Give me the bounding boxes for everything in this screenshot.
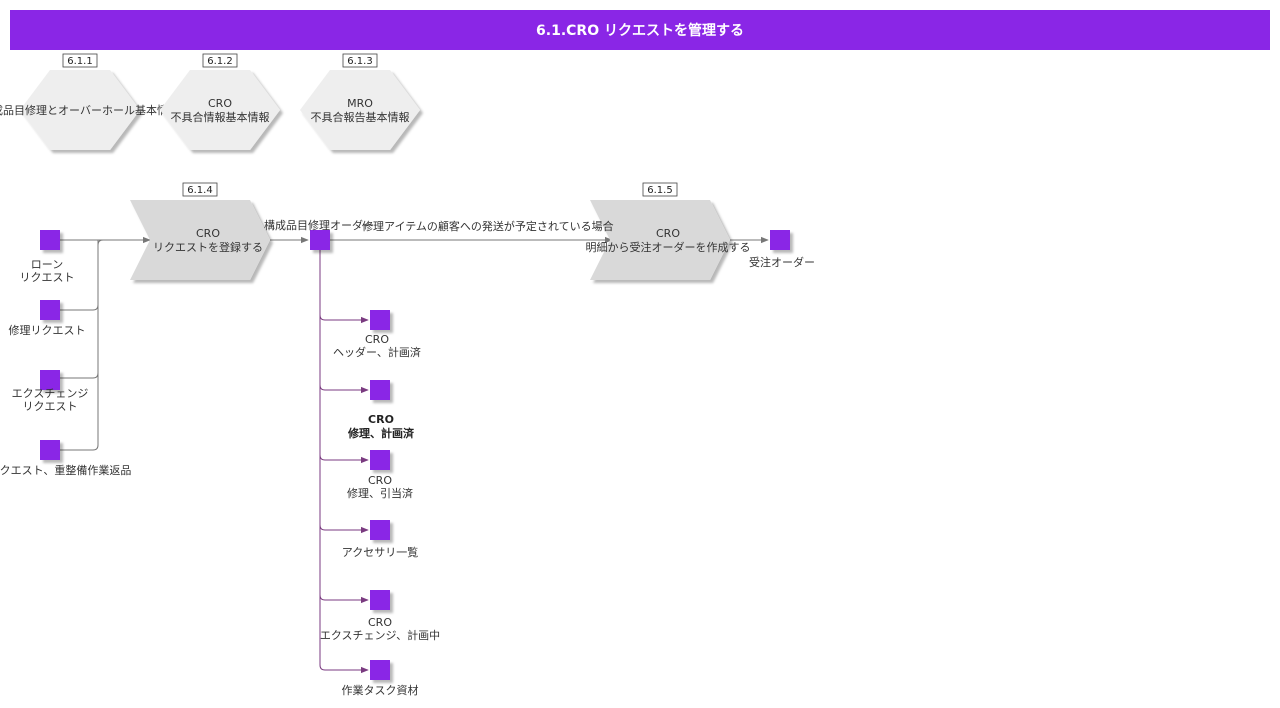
data-object-square [370,380,390,400]
output-cro-repair-allocated[interactable]: CRO 修理、引当済 [347,450,413,500]
connector [319,384,369,394]
process-chevron [130,200,270,280]
data-object-label-line2: リクエスト [23,400,78,413]
data-object-label-line1: CRO [365,333,389,346]
process-label-line1: CRO [656,227,680,240]
data-object-square [370,310,390,330]
connector [319,250,369,674]
data-object-square [40,370,60,390]
info-label-line2: 不具合報告基本情報 [311,110,410,124]
input-loan-request[interactable]: ローン リクエスト [20,230,75,284]
info-hexagon [300,70,420,150]
data-object-label-line1: CRO [368,616,392,629]
info-6-1-2[interactable]: 6.1.2 CRO 不具合情報基本情報 [160,53,280,150]
input-repair-request[interactable]: 修理リクエスト [9,300,86,337]
process-chevron [590,200,730,280]
info-label-line2: 不具合情報基本情報 [171,110,270,124]
output-work-task-material[interactable]: 作業タスク資材 [342,660,419,697]
page-title: 6.1.CRO リクエストを管理する [10,10,1270,50]
process-6-1-5[interactable]: 6.1.5 CRO 明細から受注オーダーを作成する [586,182,751,280]
info-label: 構成品目修理とオーバーホール基本情報 [0,103,179,117]
connector [319,524,369,534]
info-6-1-1[interactable]: 6.1.1 構成品目修理とオーバーホール基本情報 [0,53,179,150]
process-label-line2: 明細から受注オーダーを作成する [586,240,751,254]
data-object-label-line1: エクスチェンジ [12,387,89,400]
output-cro-repair-planned[interactable]: CRO 修理、計画済 [347,380,415,440]
info-6-1-3[interactable]: 6.1.3 MRO 不具合報告基本情報 [300,53,420,150]
input-connectors [60,236,769,451]
info-badge [342,53,378,68]
process-badge [182,182,218,197]
data-object-label-line1: CRO [368,474,392,487]
data-object-label-line2: エクスチェンジ、計画中 [320,628,440,642]
data-object-square [370,590,390,610]
connector [60,240,99,379]
output-cro-exchange-planning[interactable]: CRO エクスチェンジ、計画中 [320,590,440,642]
process-badge-text: 6.1.4 [187,185,212,196]
info-badge-text: 6.1.2 [207,56,232,67]
info-badge [62,53,98,68]
info-hexagon [160,70,280,150]
hub-component-repair-order[interactable]: 構成品目修理オーダー [264,218,374,250]
connector [319,314,369,324]
data-object-label: リクエスト、重整備作業返品 [0,463,131,477]
process-6-1-4[interactable]: 6.1.4 CRO リクエストを登録する [130,182,270,280]
data-object-label-line2: 修理、引当済 [347,486,413,500]
data-object-square [40,440,60,460]
input-exchange-request[interactable]: エクスチェンジ リクエスト [12,370,89,413]
process-badge-text: 6.1.5 [647,185,672,196]
connector [319,454,369,464]
data-object-square [370,450,390,470]
data-object-square [370,520,390,540]
data-object-label: 修理リクエスト [9,323,86,337]
hub-label: 構成品目修理オーダー [264,218,374,232]
connector [319,594,369,604]
data-object-label-line1: ローン [31,258,63,271]
data-object-label-line1: CRO [368,413,394,426]
process-badge [642,182,678,197]
process-label-line1: CRO [196,227,220,240]
data-object-square [40,300,60,320]
data-object-label: アクセサリ一覧 [342,545,418,559]
output-cro-header-planned[interactable]: CRO ヘッダー、計画済 [333,310,421,359]
info-badge-text: 6.1.1 [67,56,92,67]
result-sales-order[interactable]: 受注オーダー [749,230,815,269]
data-object-label-line2: リクエスト [20,271,75,284]
data-object-square [370,660,390,680]
info-badge [202,53,238,68]
input-heavy-maintenance-return[interactable]: リクエスト、重整備作業返品 [0,440,131,477]
data-object-label-line2: 修理、計画済 [347,426,415,440]
output-accessory-list[interactable]: アクセサリ一覧 [342,520,418,559]
data-object-square [310,230,330,250]
output-connectors [319,250,369,674]
info-label-line1: MRO [347,97,373,110]
data-object-square [40,230,60,250]
data-object-label: 作業タスク資材 [342,683,419,697]
edge-label: 修理アイテムの顧客への発送が予定されている場合 [362,219,614,233]
process-label-line2: リクエストを登録する [153,240,263,254]
connector [60,240,99,451]
info-badge-text: 6.1.3 [347,56,372,67]
data-object-label: 受注オーダー [749,255,815,269]
info-hexagon [20,70,140,150]
data-object-label-line2: ヘッダー、計画済 [333,345,421,359]
info-label-line1: CRO [208,97,232,110]
data-object-square [770,230,790,250]
